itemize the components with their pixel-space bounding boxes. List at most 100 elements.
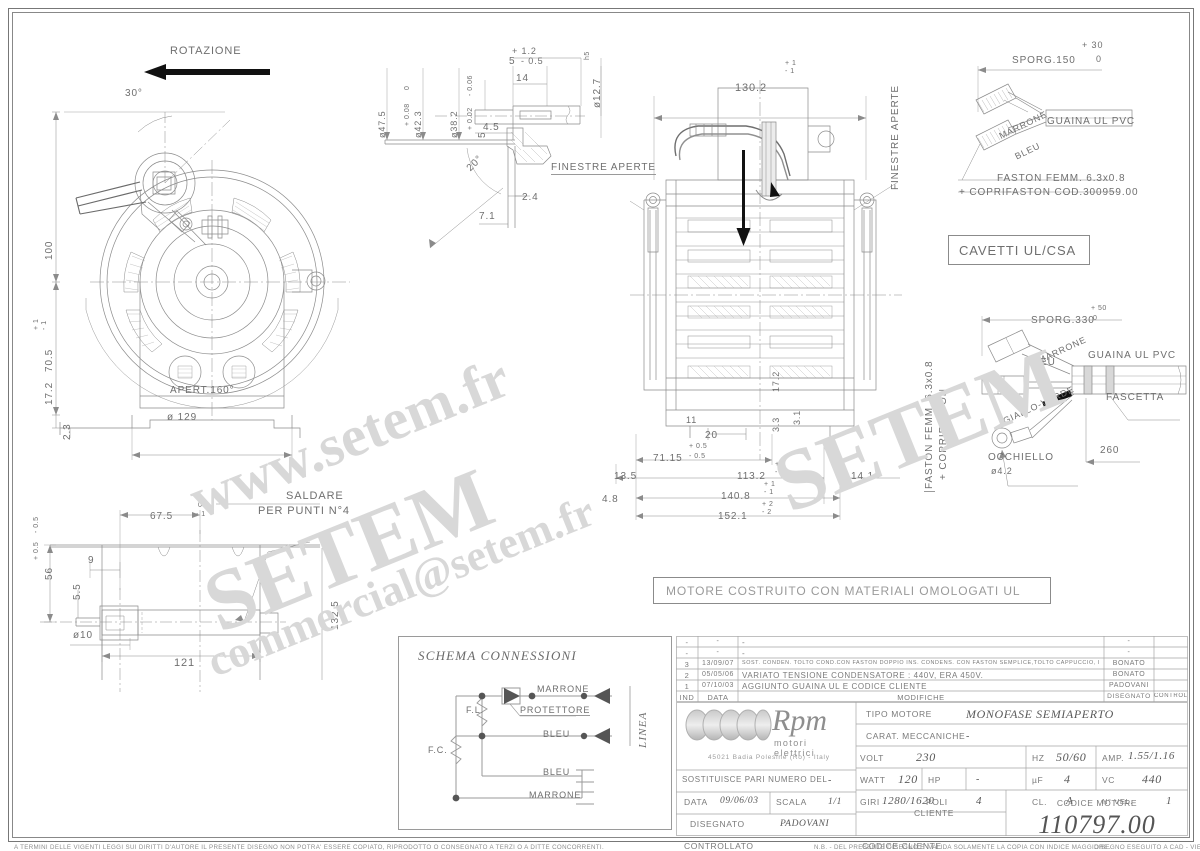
marrone-top-label: MARRONE [537,684,590,694]
dia-42-3-label: ø42.3 [413,110,423,138]
dim-2-3-label: 2.3 [62,423,73,440]
dim-67-5-tol-dn: - 1 [196,511,206,518]
revision-date: 13/09/07 [701,659,735,667]
revision-ind: 1 [684,681,690,691]
revision-text: - [742,648,746,658]
dim-14-1-label: 14.1 [851,471,875,482]
dim-132-5-label: 132.5 [330,600,341,630]
linea-label: LINEA [637,711,649,748]
revision-drawn-by: - [1127,648,1131,656]
occhiello-dia-label: ø4.2 [991,466,1013,476]
hz-value: 50/60 [1056,750,1087,764]
revision-date: - [716,648,720,656]
schema-title: SCHEMA CONNESSIONI [418,648,577,663]
revision-drawn-by: BONATO [1112,670,1146,678]
dim-70-5-tolerance: + 1 - 1 [33,318,48,330]
amp-label: AMP. [1102,753,1125,763]
per-punti-label: PER PUNTI N°4 [258,505,350,517]
codice-motore-label: CODICE MOTORE [1056,798,1138,808]
dia-10-label: ø10 [73,630,93,641]
dim-152-1-label: 152.1 [718,511,748,522]
disegnato-label: DISEGNATO [690,819,745,829]
dim-13-5-label: 13.5 [614,471,638,482]
dim-5-value-row: 5 [509,56,516,67]
dia-129-label: ø 129 [167,412,198,423]
codice-motore-value: 110797.00 [1038,810,1156,839]
dim-70-5-label: 70.5 [44,348,55,372]
revision-ind: 2 [684,670,690,680]
giri-value: 1280/1620 [882,795,935,807]
uf-label: µF [1032,775,1044,785]
dia-47-5-label: ø47.5 [377,110,387,138]
dim-11-label: 11 [686,415,698,425]
carat-meccaniche-label: CARAT. MECCANICHE [866,731,966,741]
cavetti-ul-csa-box [948,235,1090,265]
dim-14-label: 14 [516,73,529,84]
dia-42-3-tol-dn: 0 [404,85,411,90]
dim-56-tol-dn: - 0.5 [33,516,40,533]
scala-label: SCALA [776,797,807,807]
dim-4-5-label: 4.5 [483,122,500,133]
hp-label: HP [928,775,942,785]
sporg-330-label: SPORG.330 [1031,315,1095,326]
revision-date: 05/05/06 [701,670,735,678]
hp-value: - [976,774,980,785]
marrone-low-label: MARRONE [529,790,582,800]
revision-drawn-by: PADOVANI [1109,681,1149,689]
dim-130-2-tolerance: + 1 - 1 [785,60,797,75]
dim-67-5-tol-up: 0 [198,502,203,509]
revision-text: SOST. CONDEN. TOLTO COND.CON FASTON DOPP… [742,659,1100,666]
codice-cliente-label: CODICE CLIENTE [862,841,942,851]
dim-5-tol-up: + 1.2 [512,46,537,56]
dim-3-1-label: 3.1 [792,409,802,425]
revision-ind: - [685,648,689,658]
guaina-label-bottom: GUAINA UL PVC [1088,350,1177,361]
finestre-aperte-label-left: FINESTRE APERTE [551,162,657,175]
omologati-banner-label: MOTORE COSTRUITO CON MATERIALI OMOLOGATI… [666,584,1021,598]
volt-value: 230 [916,750,936,764]
bleu-label-bottom: BLEU [1026,357,1056,368]
revision-header-disegnato: DISEGNATO [1107,692,1151,700]
sporg-150-label: SPORG.150 [1012,55,1076,66]
fl-label: F.L. [466,705,485,715]
revision-text: VARIATO TENSIONE CONDENSATORE : 440V, ER… [742,670,984,680]
dim-71-15-tol-up: + 0.5 [689,443,708,450]
sheet-border-inner [12,12,1190,838]
dim-140-8-tolerance: + 1 - 1 [764,481,776,496]
saldare-label: SALDARE [286,490,344,502]
poli-value: 4 [976,795,983,807]
dim-67-5-label: 67.5 [150,511,174,522]
dim-260-label: 260 [1100,445,1120,456]
coprifaston-label-center: + COPRIFASTON [938,388,949,480]
dim-2-4-label: 2.4 [522,192,539,203]
dia-42-3-tol-up: + 0.08 [404,103,411,126]
omologati-banner-box: MOTORE COSTRUITO CON MATERIALI OMOLOGATI… [653,577,1051,604]
amp-value: 1.55/1.16 [1128,750,1175,762]
sostituisce-label: SOSTITUISCE PARI NUMERO DEL [682,775,828,784]
dia-12-7-label: ø12.7 [592,77,603,108]
dia-38-2-tol-dn: - 0.06 [467,75,474,96]
giri-label: GIRI [860,797,880,807]
fascetta-label: FASCETTA [1106,392,1165,403]
logo-subtitle: motori elettrici [774,738,816,758]
sporg-330-tol-dn: 0 [1093,315,1098,322]
dim-71-15-label: 71.15 [653,453,683,464]
dim-140-8-label: 140.8 [721,491,751,502]
dim-9-label: 9 [88,555,95,566]
dim-5-tol-dn: - 0.5 [521,56,544,66]
faston-femm-label-center: FASTON FEMM. 6.3x0.8 [924,360,935,492]
bleu-mid-label: BLEU [543,729,571,739]
sostituisce-value: - [828,775,832,786]
revision-drawn-by: - [1127,637,1131,645]
rpm-logo: Rpm motori elettrici 45021 Badia Polesin… [682,704,850,768]
cavetti-ul-csa-label: CAVETTI UL/CSA [959,243,1077,258]
bleu-low-label: BLEU [543,767,571,777]
dim-3-3-vert-label: 3.3 [771,416,781,432]
finestre-aperte-label-right: FINESTRE APERTE [890,84,901,190]
dim-5-5-label: 5.5 [72,583,83,600]
nvel-value: 1 [1166,795,1173,807]
tipo-motore-value: MONOFASE SEMIAPERTO [966,707,1114,721]
protettore-label: PROTETTORE [520,705,591,716]
